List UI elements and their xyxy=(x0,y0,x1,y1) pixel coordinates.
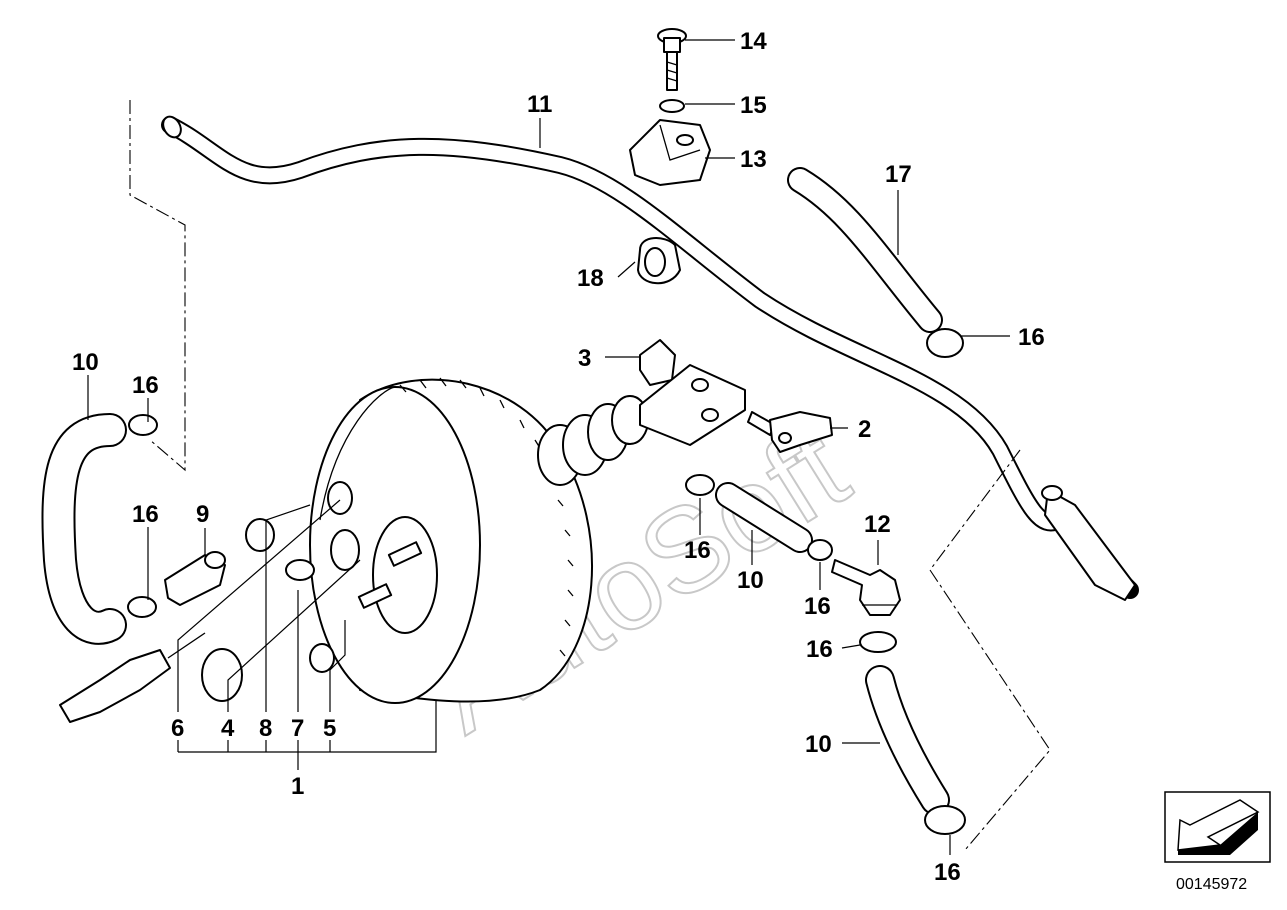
callout-9: 9 xyxy=(196,501,209,528)
seal-ring-7 xyxy=(285,559,315,581)
pipe-10-mid xyxy=(715,482,813,553)
screw-14 xyxy=(657,28,687,91)
clamp-16-left-top xyxy=(128,414,158,436)
diagram-arrow-icon xyxy=(1164,791,1271,863)
sensor-6 xyxy=(59,632,206,723)
dashed-leader-left xyxy=(129,100,186,472)
washer-15 xyxy=(659,99,685,113)
clamp-16-mid xyxy=(807,539,833,561)
document-number: 00145972 xyxy=(1176,876,1247,893)
callout-7: 7 xyxy=(291,715,304,742)
clip-18 xyxy=(637,237,681,285)
callout-2: 2 xyxy=(858,416,871,443)
hose-10-left xyxy=(41,413,127,645)
callout-16-left-bottom: 16 xyxy=(132,501,159,528)
callout-15: 15 xyxy=(740,92,767,119)
callout-16-left-top: 16 xyxy=(132,372,159,399)
callout-6: 6 xyxy=(171,715,184,742)
callout-16-bottom: 16 xyxy=(934,859,961,886)
callout-10-left: 10 xyxy=(72,349,99,376)
grommet-8 xyxy=(245,518,275,552)
callout-12: 12 xyxy=(864,511,891,538)
elbow-fitting-12 xyxy=(831,559,901,616)
vacuum-hose-11 xyxy=(161,115,1139,601)
callout-8: 8 xyxy=(259,715,272,742)
nut-5 xyxy=(309,643,335,673)
callout-labels: 14 15 13 11 17 18 16 3 2 10 16 16 9 12 1… xyxy=(72,28,1045,886)
clamp-16-left-bottom xyxy=(127,596,157,618)
brake-booster-1 xyxy=(309,364,746,704)
callout-10-mid: 10 xyxy=(737,567,764,594)
callout-16-right-low: 16 xyxy=(806,636,833,663)
callout-18: 18 xyxy=(577,265,604,292)
callout-5: 5 xyxy=(323,715,336,742)
clamp-16-right-low xyxy=(859,631,897,653)
leader-lines xyxy=(87,39,1010,855)
callout-16-mid: 16 xyxy=(804,593,831,620)
clamp-16-bottom xyxy=(924,805,966,835)
hose-10-bottom xyxy=(865,665,950,815)
clamp-16-center xyxy=(685,474,715,496)
o-ring-4 xyxy=(201,648,243,702)
callout-17: 17 xyxy=(885,161,912,188)
callout-11: 11 xyxy=(527,91,552,118)
callout-4: 4 xyxy=(221,715,235,742)
stud-upper xyxy=(387,541,423,567)
callout-3: 3 xyxy=(578,345,591,372)
bellows xyxy=(537,395,649,486)
callout-1: 1 xyxy=(291,773,304,800)
clevis-pin-2 xyxy=(747,411,833,453)
callout-16-right-top: 16 xyxy=(1018,324,1045,351)
callout-16-center: 16 xyxy=(684,537,711,564)
stud-lower xyxy=(357,583,393,609)
callout-10-bottom: 10 xyxy=(805,731,832,758)
check-valve-9 xyxy=(164,551,226,606)
callout-14: 14 xyxy=(740,28,767,55)
holder-13 xyxy=(629,119,711,186)
dashed-leader-right xyxy=(929,449,1051,851)
nut-clip-3 xyxy=(639,339,676,386)
clevis xyxy=(639,364,746,446)
hose-17 xyxy=(787,167,943,333)
callout-13: 13 xyxy=(740,146,767,173)
clamp-16-right-top xyxy=(926,328,964,358)
